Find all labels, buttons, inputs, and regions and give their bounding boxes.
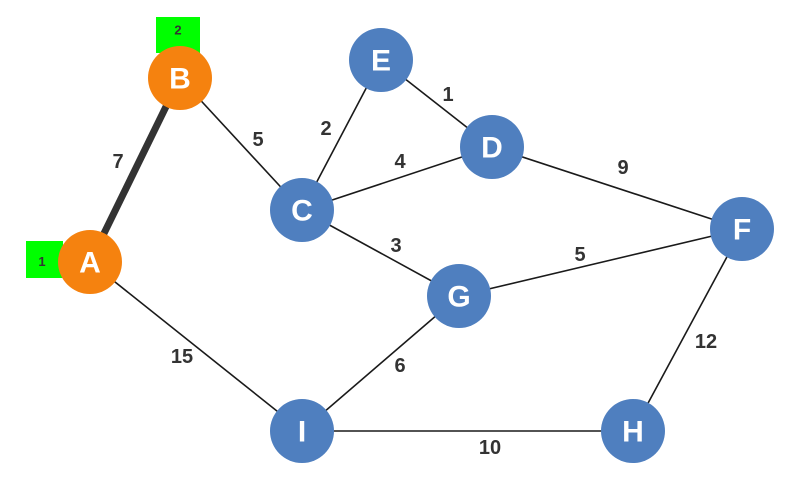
edge-weight-a-i: 15 [171, 346, 193, 368]
visit-order-badges-layer: 12 [26, 17, 200, 278]
edge-weight-c-g: 3 [390, 235, 401, 257]
node-circle-f [710, 197, 774, 261]
visit-order-badge-a [26, 241, 63, 278]
node-circle-h [601, 399, 665, 463]
edge-weights-layer: 7 15 5 2 4 3 1 9 5 6 10 12 [112, 84, 717, 459]
node-circle-a [58, 230, 122, 294]
node-a: A [58, 230, 122, 294]
visit-order-number-a: 1 [38, 254, 45, 269]
edge-weight-g-f: 5 [574, 244, 585, 266]
node-label-g: G [447, 281, 470, 314]
node-label-f: F [733, 214, 751, 247]
node-label-c: C [291, 195, 313, 228]
edges-layer [86, 59, 743, 432]
node-label-h: H [622, 416, 644, 449]
edge-a-b [86, 76, 184, 264]
node-e: E [349, 28, 413, 92]
edge-c-d [301, 146, 493, 211]
node-circle-d [460, 115, 524, 179]
nodes-layer: A B C D E F G H I [58, 28, 774, 463]
visit-order-number-b: 2 [174, 23, 181, 38]
node-label-b: B [169, 63, 191, 96]
node-h: H [601, 399, 665, 463]
edge-weight-g-i: 6 [394, 355, 405, 377]
edge-weight-c-d: 4 [394, 151, 406, 173]
node-d: D [460, 115, 524, 179]
node-i: I [270, 399, 334, 463]
edge-weight-f-h: 12 [695, 331, 717, 353]
node-f: F [710, 197, 774, 261]
node-label-d: D [481, 132, 503, 165]
node-circle-e [349, 28, 413, 92]
edge-weight-a-b: 7 [112, 151, 123, 173]
edge-d-f [491, 146, 743, 230]
edge-a-i [89, 261, 303, 432]
edge-f-h [632, 228, 743, 432]
node-label-e: E [371, 45, 391, 78]
edge-g-f [458, 228, 743, 297]
node-label-a: A [79, 247, 101, 280]
node-g: G [427, 264, 491, 328]
node-circle-g [427, 264, 491, 328]
edge-weight-e-d: 1 [442, 84, 453, 106]
edge-weight-b-c: 5 [252, 129, 263, 151]
edge-g-i [301, 295, 460, 432]
node-circle-c [270, 178, 334, 242]
node-circle-b [148, 46, 212, 110]
edge-weight-i-h: 10 [479, 437, 501, 459]
node-c: C [270, 178, 334, 242]
node-circle-i [270, 399, 334, 463]
node-label-i: I [298, 416, 306, 449]
edge-weight-d-f: 9 [617, 157, 628, 179]
edge-weight-c-e: 2 [320, 118, 331, 140]
node-b: B [148, 46, 212, 110]
